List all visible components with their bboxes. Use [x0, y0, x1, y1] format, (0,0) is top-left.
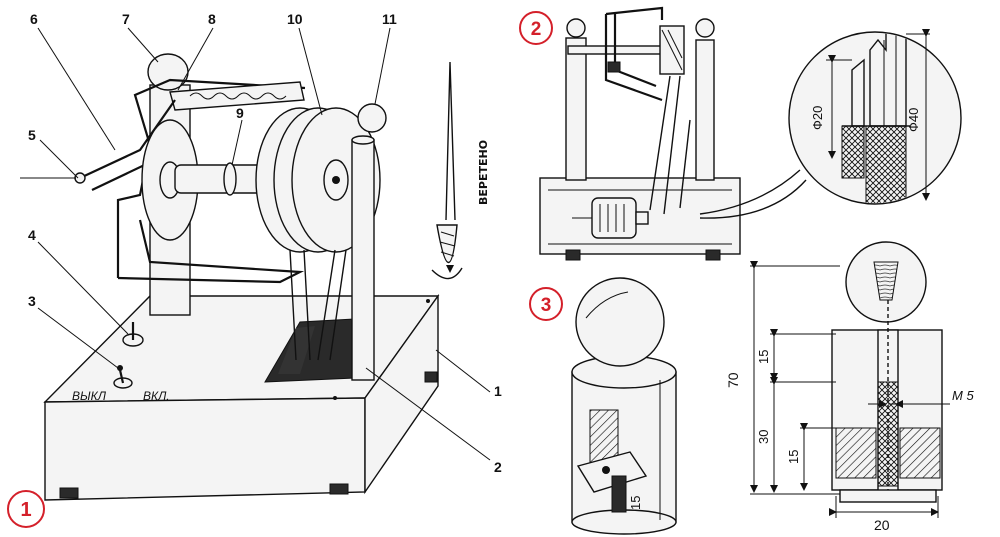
part-label-4: 4: [28, 227, 36, 243]
part-label-11: 11: [382, 11, 397, 27]
small-pulley-diameter: Ф20: [810, 106, 825, 130]
left-post-ball: [147, 53, 189, 91]
right-post-ball: [357, 103, 387, 133]
part-label-6: 6: [30, 11, 38, 27]
figure-marker-1: [7, 490, 45, 528]
thread-dim: М 5: [952, 388, 974, 403]
figure-3-post-detail: 3 15: [529, 241, 974, 535]
total-height-dim: 70: [725, 372, 741, 388]
large-pulley-diameter: Ф40: [906, 108, 921, 132]
middle-section-dim: 30: [756, 430, 771, 444]
spindle-label: ВЕРЕТЕНО: [477, 140, 490, 205]
right-post: [351, 139, 375, 381]
part-label-5: 5: [28, 127, 36, 143]
part-label-1: 1: [494, 383, 502, 399]
ball-cap-dim: 15: [628, 496, 643, 510]
post-perspective: [571, 277, 677, 535]
part-label-10: 10: [287, 11, 303, 27]
width-dim: 20: [874, 517, 890, 533]
part-label-9: 9: [236, 105, 244, 121]
part-label-8: 8: [208, 11, 216, 27]
figure-number-3: 3: [541, 295, 552, 316]
power-switch: [113, 322, 144, 389]
figure-2-front-view: 2: [519, 6, 962, 261]
figure-marker-3: [529, 287, 563, 321]
figure-marker-2: [519, 11, 553, 45]
figure-number-2: 2: [531, 19, 542, 40]
leader-lines: [20, 27, 491, 461]
part-label-7: 7: [122, 11, 130, 27]
top-section-dim: 15: [756, 350, 771, 364]
part-label-2: 2: [494, 459, 502, 475]
switch-off-label: ВЫКЛ: [72, 389, 107, 403]
post-section: [750, 241, 950, 518]
bottom-section-dim: 15: [786, 450, 801, 464]
pulley-10: [255, 107, 381, 253]
motor: [572, 197, 649, 239]
figure-number-1: 1: [20, 499, 31, 521]
pulley-detail: Ф20 Ф40: [788, 29, 962, 205]
figure-1-perspective-view: ВЫКЛ ВКЛ. ВЕРЕТЕНО 6 7: [7, 11, 502, 528]
spindle: [431, 61, 463, 280]
part-label-3: 3: [28, 293, 36, 309]
switch-on-label: ВКЛ.: [143, 389, 170, 403]
